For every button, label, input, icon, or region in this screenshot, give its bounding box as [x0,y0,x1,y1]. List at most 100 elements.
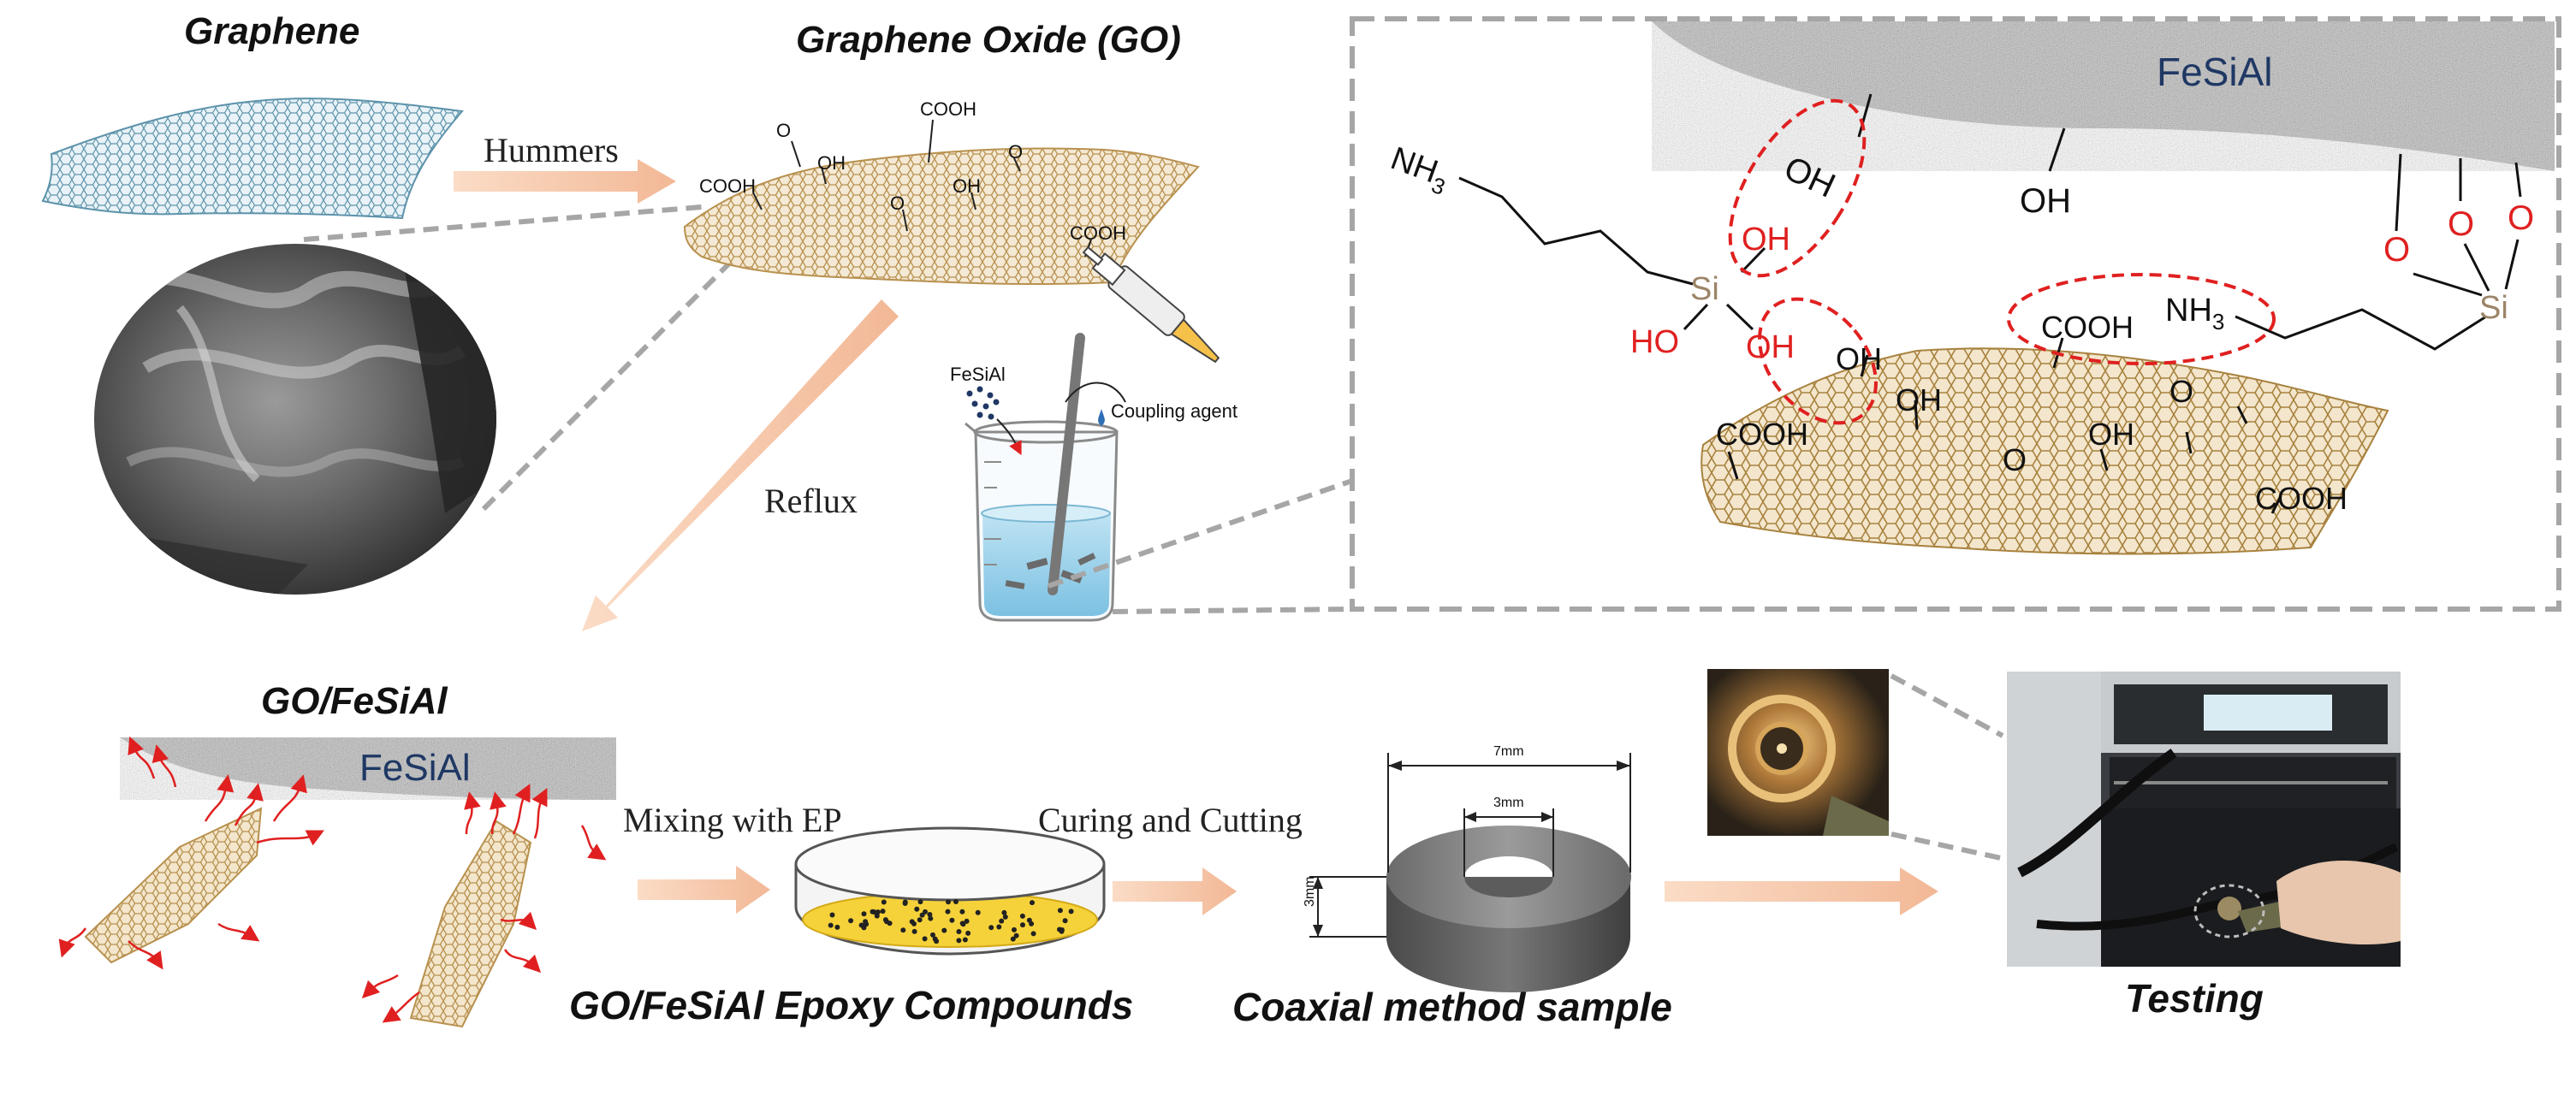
graphene-sheet [41,98,464,220]
filler-particle [959,909,965,915]
petri-dish [794,826,1106,956]
step-curing: Curing and Cutting [1038,801,1303,839]
detail-o-right-sheet: O [2169,374,2193,409]
detail-o-right3: O [2508,199,2534,237]
filler-particle [975,909,981,915]
filler-particle [956,929,962,934]
filler-particle [875,909,881,915]
go-label-cooh1: COOH [920,98,976,120]
go-label-oh1: OH [817,152,846,174]
filler-particle [965,930,971,936]
go-label-cooh2: COOH [699,175,756,197]
testing-photo [2007,672,2401,967]
fesial-beaker-label: FeSiAl [950,364,1006,385]
go-sheet-labels: O COOH OH O COOH O OH COOH [699,98,1126,244]
detail-o-right1: O [2383,231,2410,269]
title-go-fesial: GO/FeSiAl [261,680,448,722]
detail-fesial-label: FeSiAl [2157,50,2272,94]
filler-particle [996,924,1002,930]
step-hummers: Hummers [484,131,619,169]
dim-height: 3mm [1303,876,1317,907]
filler-particle [945,909,951,915]
filler-particle [914,906,920,912]
title-coaxial-sample: Coaxial method sample [1232,985,1672,1029]
filler-particle [874,913,880,919]
detail-cooh-top: COOH [2041,310,2134,345]
go-label-oh2: OH [953,175,981,197]
coupling-agent-label: Coupling agent [1111,400,1238,422]
step-mixing: Mixing with EP [623,801,842,839]
step-reflux: Reflux [764,482,858,520]
filler-particle [962,937,968,943]
filler-particle [988,925,994,931]
filler-particle [928,915,934,921]
filler-particle [1057,908,1063,914]
filler-particle [900,927,906,933]
filler-particle [946,899,951,905]
detail-nh3-left: NH3 [1384,140,1454,200]
filler-particle [917,917,923,923]
filler-particle [1020,922,1025,928]
detail-oh-sheet3: OH [2088,417,2134,452]
detail-ho-si: HO [1630,324,1679,360]
filler-particle [1030,931,1036,937]
beaker [965,246,1220,622]
go-sheet [683,119,1200,286]
filler-particle [1062,918,1068,924]
filler-particle [834,924,840,930]
filler-particle [1013,932,1019,938]
filler-particle [884,919,889,925]
filler-particle [1059,928,1065,934]
filler-particle [828,922,834,928]
go-label-cooh3: COOH [1070,222,1126,244]
filler-particle [1002,914,1008,920]
detail-cooh-bottom: COOH [2255,481,2347,516]
composite-fesial-label: FeSiAl [359,747,471,789]
detail-si-left: Si [1690,271,1719,307]
detail-si-right: Si [2479,290,2508,326]
filler-particle [1001,909,1007,915]
filler-particle [863,919,869,925]
filler-particle [911,920,917,926]
title-testing: Testing [2125,976,2264,1021]
filler-particle [949,917,955,923]
beaker-labels: FeSiAl Coupling agent [950,364,1238,422]
filler-particle [941,927,947,933]
coaxial-ring [1309,753,1631,992]
curing-arrow [1113,867,1237,915]
go-label-o1: O [776,120,791,141]
filler-particle [911,928,917,934]
detail-oh-top1: OH [1778,149,1841,204]
dim-inner: 3mm [1493,796,1524,810]
filler-particle [1026,917,1032,923]
title-epoxy-compounds: GO/FeSiAl Epoxy Compounds [569,983,1134,1027]
detail-oh-top2: OH [2020,182,2071,220]
filler-particle [870,909,875,915]
filler-particle [1030,900,1035,906]
go-label-o2: O [1008,141,1023,163]
hummers-arrow [454,159,676,204]
detail-nh3-right: NH3 [2165,293,2224,334]
filler-particle [956,938,962,944]
go-label-o3: O [890,192,905,214]
detail-box [1350,16,2561,612]
filler-particle [829,912,835,918]
go-fesial-composite [84,737,616,1028]
dimension-labels: 7mm 3mm 3mm [1303,744,1524,907]
filler-particle [927,912,933,917]
filler-particle [922,936,928,942]
connector-photo [1707,669,1889,836]
detail-o-mid: O [2003,442,2027,477]
filler-particle [999,918,1005,924]
title-graphene-oxide: Graphene Oxide (GO) [796,19,1181,61]
title-graphene: Graphene [184,10,360,52]
filler-particle [881,899,887,905]
filler-particle [848,918,854,924]
filler-particle [930,932,935,938]
detail-oh-si2: OH [1746,329,1795,365]
sem-image [94,244,496,595]
detail-o-right2: O [2448,205,2474,243]
filler-particle [917,899,923,905]
